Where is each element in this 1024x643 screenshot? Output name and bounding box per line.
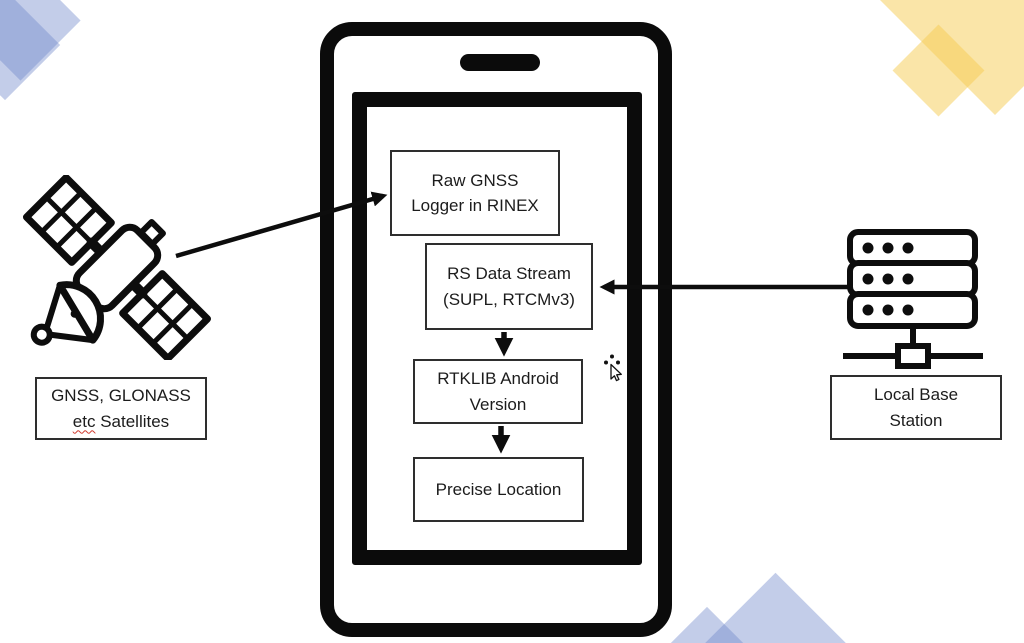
satellites-label-rest: Satellites: [100, 411, 170, 431]
flow-box-precise-location: Precise Location: [413, 457, 584, 522]
decor-diamond-top-right-1: [854, 0, 1024, 116]
flow-box-raw-gnss-logger: Raw GNSS Logger in RINEX: [390, 150, 560, 236]
decor-diamond-bottom-right-1: [685, 572, 866, 643]
flow-box-rtklib-android: RTKLIB Android Version: [413, 359, 583, 424]
satellite-icon: [22, 175, 212, 360]
satellites-label-etc: etc: [72, 411, 96, 431]
decor-diamond-top-left-1: [0, 0, 81, 81]
label-box-satellites: GNSS, GLONASS etc Satellites: [35, 377, 207, 440]
satellites-label-line1: GNSS, GLONASS: [51, 386, 191, 405]
decor-diamond-top-right-2: [892, 24, 985, 117]
server-rack-icon: [843, 229, 983, 369]
flow-box-rs-data-stream: RS Data Stream (SUPL, RTCMv3): [425, 243, 593, 330]
satellites-label-line2: etc Satellites: [51, 409, 191, 435]
decor-diamond-top-left-2: [0, 0, 61, 101]
label-box-base-station: Local Base Station: [830, 375, 1002, 440]
phone-speaker-slot: [460, 54, 540, 71]
